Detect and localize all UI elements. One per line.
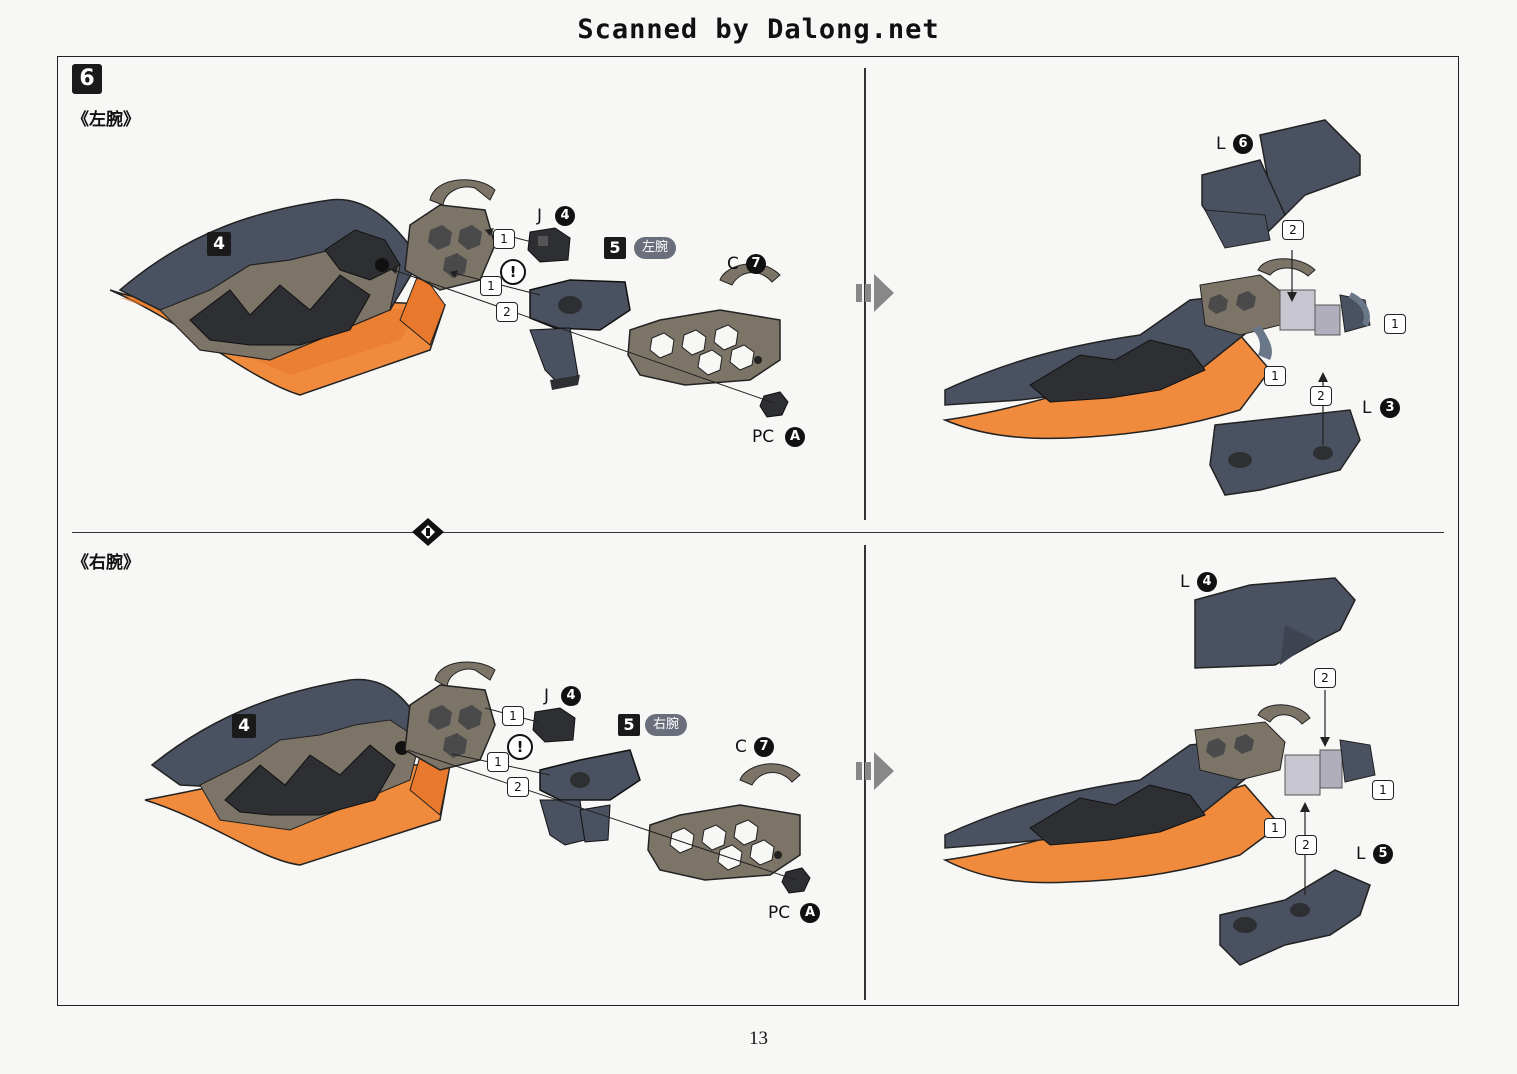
seq-1-rotate-right-arm: 1 xyxy=(1264,818,1286,838)
mirror-diamond-icon xyxy=(412,518,444,546)
panel-divider-bottom xyxy=(864,545,866,1000)
next-step-arrow-icon xyxy=(856,274,894,312)
num-j-left: 4 xyxy=(555,206,575,226)
part-l3 xyxy=(1209,409,1361,496)
seq-1-rotate-left-arm: 1 xyxy=(1264,366,1286,386)
caution-icon-left: ! xyxy=(500,259,526,285)
part-j4-right xyxy=(532,707,576,743)
ref-step-badge-right: 5 xyxy=(618,714,640,736)
ref-tag-left: 左腕 xyxy=(634,237,676,259)
label-l-bottom-left-arm: L xyxy=(1362,398,1372,418)
label-j-right: J xyxy=(544,686,550,706)
label-l-top-left-arm: L xyxy=(1216,134,1226,154)
num-c-left: 7 xyxy=(746,254,766,274)
right-arm-label: 《右腕》 xyxy=(72,553,140,573)
subassembly-badge-left: 4 xyxy=(207,232,231,256)
blade-assembled-right xyxy=(942,704,1376,884)
section-divider xyxy=(72,532,1444,533)
seq-1-joint-left: 1 xyxy=(480,276,502,296)
step-number-badge: 6 xyxy=(72,64,102,94)
num-l-bottom-left-arm: 3 xyxy=(1380,398,1400,418)
seq-1-side-left-arm: 1 xyxy=(1384,314,1406,334)
num-l-top-left-arm: 6 xyxy=(1233,134,1253,154)
left-arm-assembled-diagram xyxy=(942,119,1371,496)
part-c7-frame xyxy=(627,263,781,386)
subassembly-badge-right: 4 xyxy=(232,714,256,738)
id-pc-right: A xyxy=(800,903,820,923)
caution-icon-right: ! xyxy=(507,734,533,760)
assembly-line-pc xyxy=(387,267,775,404)
left-arm-exploded-diagram xyxy=(109,179,789,418)
pc-a-nut-right xyxy=(781,867,811,894)
label-pc-right: PC xyxy=(768,903,791,923)
seq-2-top-left-arm: 2 xyxy=(1282,220,1304,240)
part-j4 xyxy=(527,227,571,263)
pc-a-nut xyxy=(759,391,789,418)
instruction-frame xyxy=(57,56,1459,1006)
label-l-top-right-arm: L xyxy=(1180,572,1190,592)
ref-tag-right: 右腕 xyxy=(645,714,687,736)
panel-divider-top xyxy=(864,68,866,520)
part-l4 xyxy=(1194,577,1356,669)
label-l-bottom-right-arm: L xyxy=(1356,844,1366,864)
seq-2-bottom-left-arm: 2 xyxy=(1310,386,1332,406)
part-l5 xyxy=(1219,869,1371,966)
seq-1-j-left: 1 xyxy=(493,229,515,249)
num-l-top-right-arm: 4 xyxy=(1197,572,1217,592)
part-l6 xyxy=(1201,119,1361,249)
blade-assembly-right xyxy=(144,678,451,866)
right-arm-exploded-diagram xyxy=(144,661,811,894)
frame-attached-right xyxy=(404,661,496,771)
seq-2-bottom-right-arm: 2 xyxy=(1295,835,1317,855)
blade-assembly xyxy=(109,198,447,396)
label-pc-left: PC xyxy=(752,427,775,447)
label-c-right: C xyxy=(735,737,747,757)
label-j-left: J xyxy=(537,206,543,226)
id-pc-left: A xyxy=(785,427,805,447)
part-c7-frame-right xyxy=(647,763,801,881)
right-arm-assembled-diagram xyxy=(942,577,1376,966)
ref-step-badge-left: 5 xyxy=(604,237,626,259)
seq-1-joint-right: 1 xyxy=(487,752,509,772)
num-j-right: 4 xyxy=(561,686,581,706)
seq-1-side-right-arm: 1 xyxy=(1372,780,1394,800)
label-c-left: C xyxy=(727,254,739,274)
joint-block xyxy=(529,279,631,390)
scanner-watermark: Scanned by Dalong.net xyxy=(577,14,940,45)
left-arm-label: 《左腕》 xyxy=(72,110,140,130)
seq-2-top-right-arm: 2 xyxy=(1314,668,1336,688)
frame-attached xyxy=(375,179,496,291)
seq-2-pc-left: 2 xyxy=(496,302,518,322)
joint-block-right xyxy=(539,749,641,846)
seq-2-pc-right: 2 xyxy=(507,777,529,797)
next-step-arrow-icon-bottom xyxy=(856,752,894,790)
seq-1-j-right: 1 xyxy=(502,706,524,726)
num-l-bottom-right-arm: 5 xyxy=(1373,844,1393,864)
page-number: 13 xyxy=(749,1028,768,1049)
num-c-right: 7 xyxy=(754,737,774,757)
blade-assembled xyxy=(942,258,1371,440)
